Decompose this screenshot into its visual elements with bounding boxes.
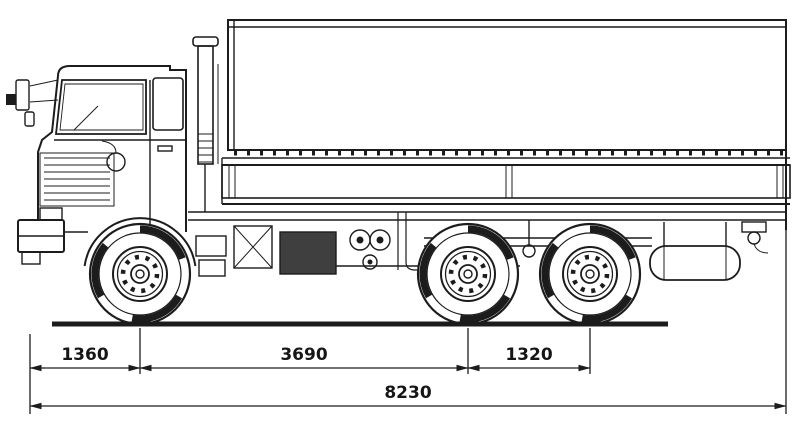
kerb-mirror [106, 152, 126, 172]
tool-box-cross [233, 225, 273, 269]
tow-hook-cable [753, 243, 769, 254]
chassis-rails [188, 211, 786, 221]
wiper-blade [73, 105, 99, 131]
air-tank-3 [362, 254, 378, 270]
air-tank-3-port [367, 259, 373, 265]
muffler-ribs [198, 133, 213, 163]
air-tank-1-port [356, 236, 364, 244]
cargo-bed [221, 19, 791, 230]
windshield [54, 79, 147, 135]
chassis-equipment [233, 212, 769, 281]
stack-cap [192, 36, 219, 47]
windshield-inner-frame [59, 83, 144, 131]
cab-outline [57, 65, 187, 232]
air-tank-2-port [376, 236, 384, 244]
rear-wheel [540, 224, 640, 324]
dim-label-rear-axle-spacing: 1320 [505, 345, 552, 365]
fuel-tank [649, 245, 741, 281]
mirror-bracket [6, 94, 16, 105]
headlight [39, 207, 63, 221]
side-board-joints [228, 165, 784, 198]
kerb-mirror-arm [101, 140, 117, 154]
cab-front-face [37, 75, 59, 220]
fuel-tank-straps [663, 246, 727, 280]
middle-wheel [418, 224, 518, 324]
air-tank-2 [369, 229, 391, 251]
mirror-arms [29, 79, 59, 103]
dim-label-front-overhang: 1360 [61, 345, 108, 365]
front-wheel [90, 224, 190, 324]
stack-pipe [197, 45, 214, 165]
suspension-pivot [522, 244, 536, 258]
tow-hook [747, 231, 761, 245]
exhaust-stack [192, 36, 219, 212]
wide-angle-mirror [24, 111, 35, 127]
dim-label-wheelbase: 3690 [280, 345, 327, 365]
tarpaulin-cover [227, 19, 787, 151]
side-window [152, 77, 184, 131]
cab [6, 65, 227, 277]
door-handle [157, 145, 173, 152]
tow-hitch-bracket [741, 221, 767, 233]
grille-frame [39, 152, 115, 207]
air-lines [397, 212, 435, 271]
tool-box [233, 225, 273, 269]
cab-step-upper [195, 235, 227, 257]
dim-label-overall-length: 8230 [384, 383, 431, 403]
front-fender-arch [83, 217, 197, 267]
grille-lines [44, 157, 110, 201]
main-mirror [15, 79, 30, 111]
fuel-tank-hangers [663, 222, 727, 246]
tow-plate [21, 251, 41, 265]
dimension-annotations: 1360 3690 1320 8230 [29, 230, 787, 414]
cab-step-lower [198, 259, 226, 277]
battery-box [279, 231, 337, 275]
